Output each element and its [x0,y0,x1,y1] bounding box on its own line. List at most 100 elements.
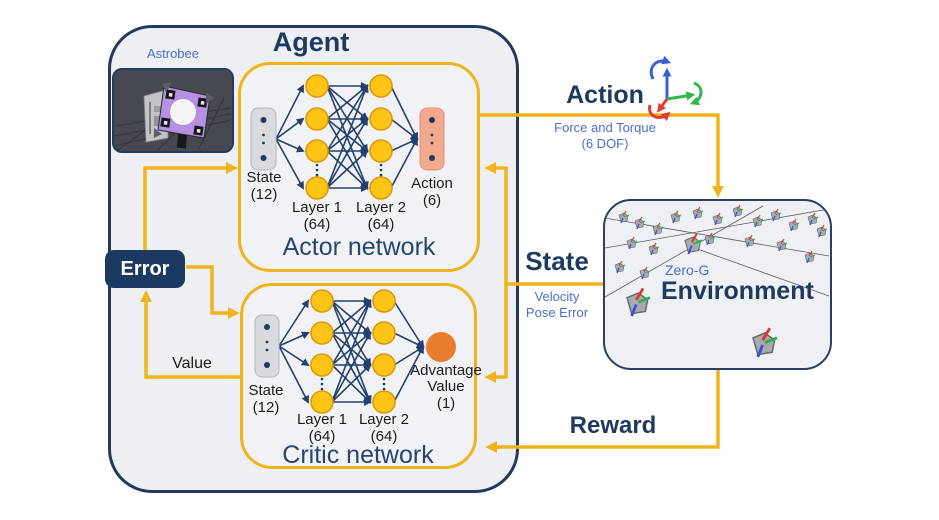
env-wire-line [688,245,829,297]
env-robot [618,210,630,224]
action-signal-detail2: (6 DOF) [581,136,629,151]
env-wire-lines [605,205,829,298]
env-robot-axis-green [764,336,778,344]
env-robot-axis-red [736,204,741,211]
env-robot [626,287,651,317]
env-robot-body [807,214,818,225]
env-robot [652,222,664,236]
env-robot [752,327,778,358]
env-robot-axis-red [756,214,761,221]
env-robot-body [776,240,787,251]
critic-output-label-line1: Advantage [410,362,482,379]
environment-title: Environment [661,277,814,305]
env-robot [648,242,660,256]
env-robot-axis-red [808,250,813,257]
env-robot [752,214,764,228]
env-robot-body [704,234,715,245]
env-robot-axis-green [619,264,626,268]
env-robot-axis-green [697,210,704,214]
env-robot-axis-red [635,287,645,301]
env-robot-body [618,212,629,223]
env-robot-axis-red [792,218,797,225]
env-robot-axis-red [820,224,825,231]
env-robot-axis-green [812,216,819,220]
env-robot-axis-blue [754,221,758,228]
env-robot [807,212,819,226]
env-robot-axis-blue [630,303,638,317]
env-robot-axis-green [657,226,664,230]
env-robot-axis-green [809,254,816,258]
env-robot-axis-blue [772,215,776,222]
env-robot [788,218,800,232]
env-wire-line [605,208,829,249]
env-robot-axis-green [775,212,782,216]
actor-input-label: State [246,169,282,186]
error-box: Error [105,250,185,288]
env-robot-axis-green [781,242,788,246]
action-signal-detail1: Force and Torque [554,120,656,135]
environment-box [603,199,832,370]
env-robot-axis-red [656,222,661,229]
env-robot-axis-green [653,246,660,250]
actor-network-title: Actor network [282,233,436,261]
env-robot-axis-red [643,266,648,273]
env-robot-axis-blue [616,267,620,274]
env-robot-axis-blue [818,231,822,238]
environment-subtitle: Zero-G [665,262,710,278]
env-robot-axis-red [748,234,753,241]
env-wire-line [605,205,764,298]
env-robot [744,234,756,248]
env-robot-axis-red [622,210,627,217]
env-robot-axis-blue [628,243,632,250]
env-robot-axis-red [708,232,713,239]
env-robot-axis-blue [756,344,764,358]
env-robot-axis-blue [806,257,810,264]
env-robot-axis-blue [790,225,794,232]
env-robot-axis-green [821,228,828,232]
env-robot [639,266,651,280]
zero-g-simulation-render [605,204,829,358]
env-robot [670,210,682,224]
critic-input-label: State [248,382,284,399]
env-robot-axis-blue [706,239,710,246]
env-robot-axis-blue [694,213,698,220]
env-robot-axis-green [757,218,764,222]
env-robot-body [684,236,701,253]
env-robot-axis-green [709,236,716,240]
env-robot-body [752,216,763,227]
env-robot-axis-red [780,238,785,245]
env-robot-axis-blue [672,217,676,224]
env-robot-body [816,226,827,237]
agent-title: Agent [272,27,350,57]
env-robot [816,224,828,238]
env-robot-axis-red [690,233,698,243]
critic-network-title: Critic network [282,441,434,469]
env-robot [712,212,724,226]
actor-hidden1-label: Layer 1 [291,199,343,216]
env-robot-axis-blue [809,219,813,226]
env-robot-body [626,292,649,315]
force-torque-axes-icon [648,55,703,122]
actor-output-label: Action [411,175,453,192]
actor-hidden1-count: (64) [303,216,331,233]
env-robot-axis-green [749,238,756,242]
reward-signal-title: Reward [569,412,657,439]
astrobee-image [112,68,234,153]
env-robot-axis-blue [641,273,645,280]
env-robot [732,204,744,218]
critic-hidden2-count: (64) [370,428,398,445]
env-robot-axis-green [793,222,800,226]
env-robot [804,250,816,264]
critic-hidden1-count: (64) [308,428,336,445]
env-robot-body [652,224,663,235]
env-robot [776,238,788,252]
env-robot-body [670,212,681,223]
actor-output-count: (6) [422,192,442,209]
env-robot-axis-blue [620,217,624,224]
env-robot [626,236,638,250]
env-robot [692,206,704,220]
env-robot-body [744,236,755,247]
critic-hidden2-label: Layer 2 [358,411,410,428]
env-robot-body [770,210,781,221]
